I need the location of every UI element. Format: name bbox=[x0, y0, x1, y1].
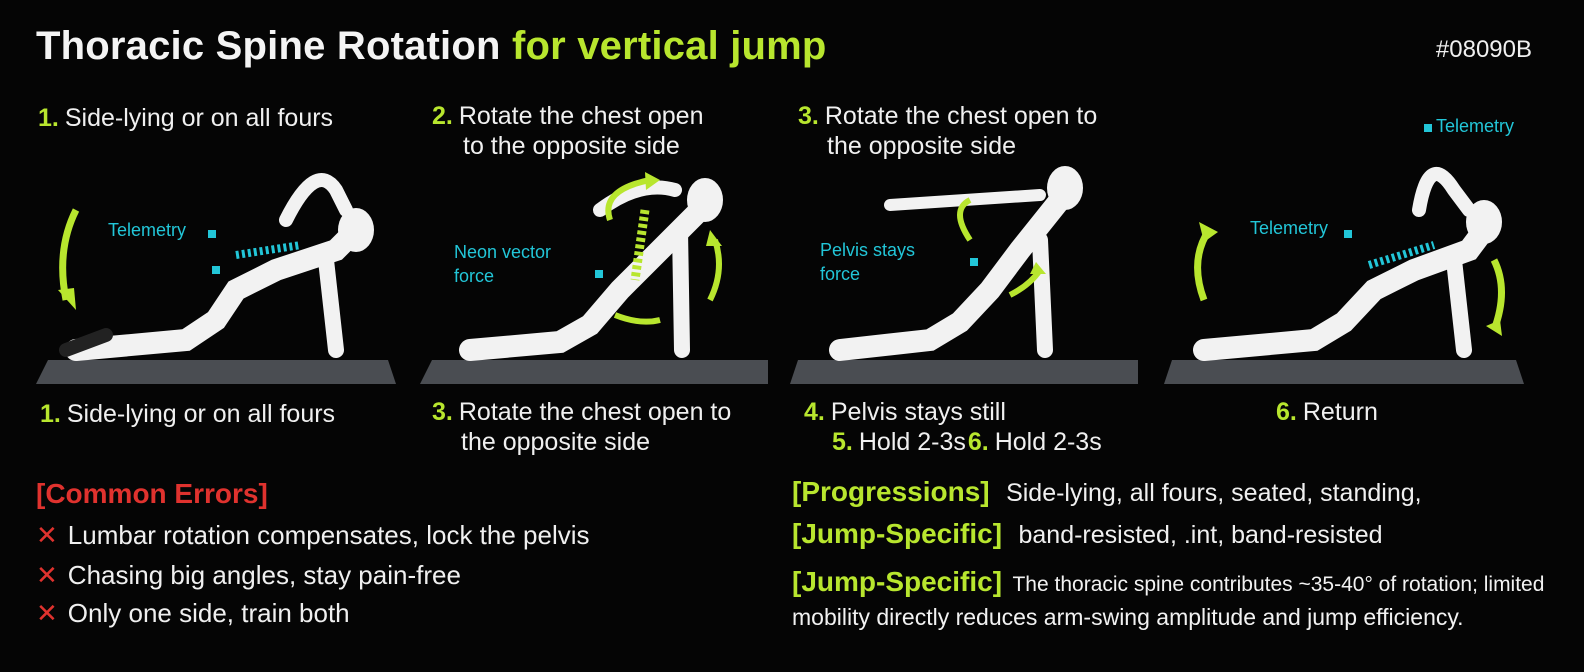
jump-specific-tag: [Jump-Specific] bbox=[792, 566, 1003, 597]
exercise-mat bbox=[790, 360, 1138, 384]
exercise-mat bbox=[1164, 360, 1524, 384]
page-title: Thoracic Spine Rotation for vertical jum… bbox=[36, 24, 827, 69]
pelvis-still-figure-illustration bbox=[790, 166, 1138, 384]
progressions-text: Side-lying, all fours, seated, standing, bbox=[1006, 479, 1422, 507]
rotate-chest-figure-illustration bbox=[420, 172, 768, 384]
telemetry-label-upper: Telemetry bbox=[1424, 116, 1514, 137]
error-item-3: ✕Only one side, train both bbox=[36, 598, 350, 628]
caption-2: 3.Rotate the chest open to the opposite … bbox=[432, 398, 732, 456]
telemetry-marker-icon bbox=[595, 270, 603, 278]
rotation-arrow-icon bbox=[58, 288, 76, 310]
caption-1: 1.Side-lying or on all fours bbox=[40, 400, 336, 428]
cross-icon: ✕ bbox=[36, 560, 58, 590]
rotation-arrow-icon bbox=[1199, 222, 1218, 242]
jump-specific-tag: [Jump-Specific] bbox=[792, 518, 1003, 549]
telemetry-marker-icon bbox=[970, 258, 978, 266]
top-step-1: 1.Side-lying or on all fours bbox=[38, 104, 334, 132]
telemetry-marker-icon bbox=[1424, 124, 1432, 132]
telemetry-marker-icon bbox=[1344, 230, 1352, 238]
color-code: #08090B bbox=[1435, 36, 1532, 63]
illustration-panel-1: Telemetry bbox=[36, 150, 396, 390]
rotation-arrow-icon bbox=[1030, 262, 1046, 274]
telemetry-marker-icon bbox=[208, 230, 216, 238]
common-errors-heading: [Common Errors] bbox=[36, 478, 268, 509]
jump-specific-text-2b: mobility directly reduces arm-swing ampl… bbox=[792, 604, 1464, 630]
telemetry-label: Telemetry bbox=[108, 220, 187, 240]
top-step-3: 3.Rotate the chest open to the opposite … bbox=[798, 102, 1098, 160]
progressions-row: [Progressions] Side-lying, all fours, se… bbox=[792, 476, 1422, 508]
error-item-1: ✕Lumbar rotation compensates, lock the p… bbox=[36, 520, 590, 550]
jump-specific-row-2: [Jump-Specific] The thoracic spine contr… bbox=[792, 566, 1544, 598]
cross-icon: ✕ bbox=[36, 520, 58, 550]
caption-4: 6.Return bbox=[1276, 398, 1378, 426]
jump-specific-row-1: [Jump-Specific] band-resisted, .int, ban… bbox=[792, 518, 1383, 550]
telemetry-label-lower: Telemetry bbox=[1250, 218, 1329, 238]
exercise-mat bbox=[420, 360, 768, 384]
exercise-mat bbox=[36, 360, 396, 384]
error-item-2: ✕Chasing big angles, stay pain-free bbox=[36, 560, 461, 590]
title-main: Thoracic Spine Rotation bbox=[36, 24, 501, 68]
jump-specific-text-2a: The thoracic spine contributes ~35-40° o… bbox=[1012, 573, 1545, 596]
top-step-2: 2.Rotate the chest open to the opposite … bbox=[432, 102, 704, 160]
progressions-tag: [Progressions] bbox=[792, 476, 990, 507]
title-accent: for vertical jump bbox=[511, 24, 827, 68]
return-figure-illustration bbox=[1164, 120, 1524, 384]
jump-specific-text-1: band-resisted, .int, band-resisted bbox=[1018, 521, 1383, 549]
caption-3: 4.Pelvis stays still 5.Hold 2-3s6.Hold 2… bbox=[804, 398, 1102, 456]
side-lying-figure-illustration bbox=[36, 173, 396, 384]
illustration-panel-4: Telemetry bbox=[1164, 120, 1524, 390]
rotation-arrow-icon bbox=[645, 172, 660, 190]
cross-icon: ✕ bbox=[36, 598, 58, 628]
